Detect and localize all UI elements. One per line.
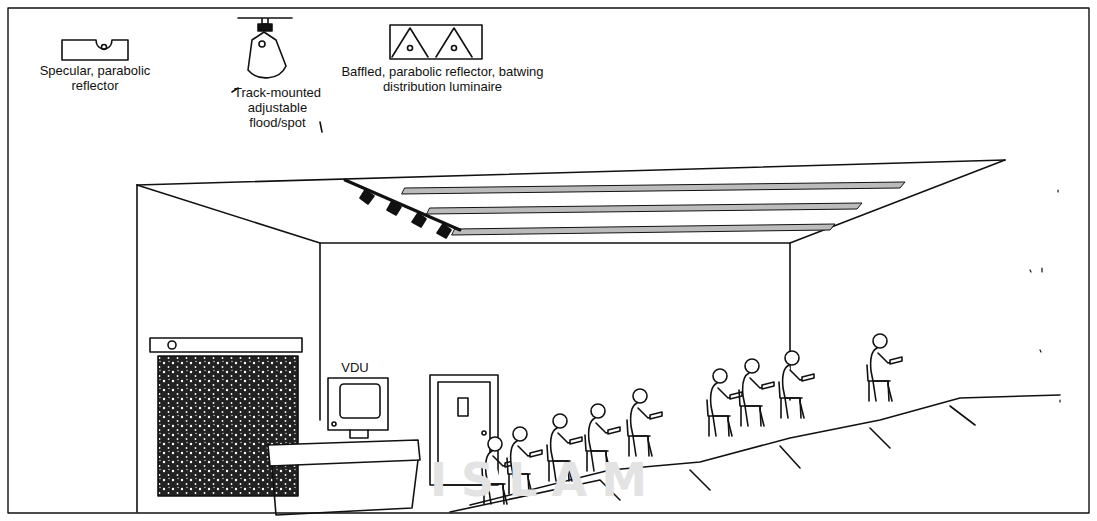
luminaire-strips <box>402 182 905 235</box>
watermark: ISLAM <box>430 455 690 505</box>
leader-mark <box>320 122 322 132</box>
room-outline <box>137 160 1005 512</box>
frame <box>8 8 1089 513</box>
callout-label: Baffled, parabolic reflector, batwing di… <box>335 64 550 94</box>
teacher-desk <box>268 440 420 515</box>
part-label: VDU <box>330 360 380 375</box>
track-spot-icon <box>238 18 292 78</box>
batwing-luminaire-icon <box>390 25 482 59</box>
blackboard <box>150 338 302 496</box>
specular-reflector-icon <box>62 40 128 60</box>
callout-label: Track-mounted adjustable flood/spot <box>225 85 330 130</box>
scan-marks <box>1030 190 1060 402</box>
vdu-monitor <box>328 378 388 438</box>
track-lighting <box>345 180 460 238</box>
callout-label: Specular, parabolic reflector <box>30 63 160 93</box>
